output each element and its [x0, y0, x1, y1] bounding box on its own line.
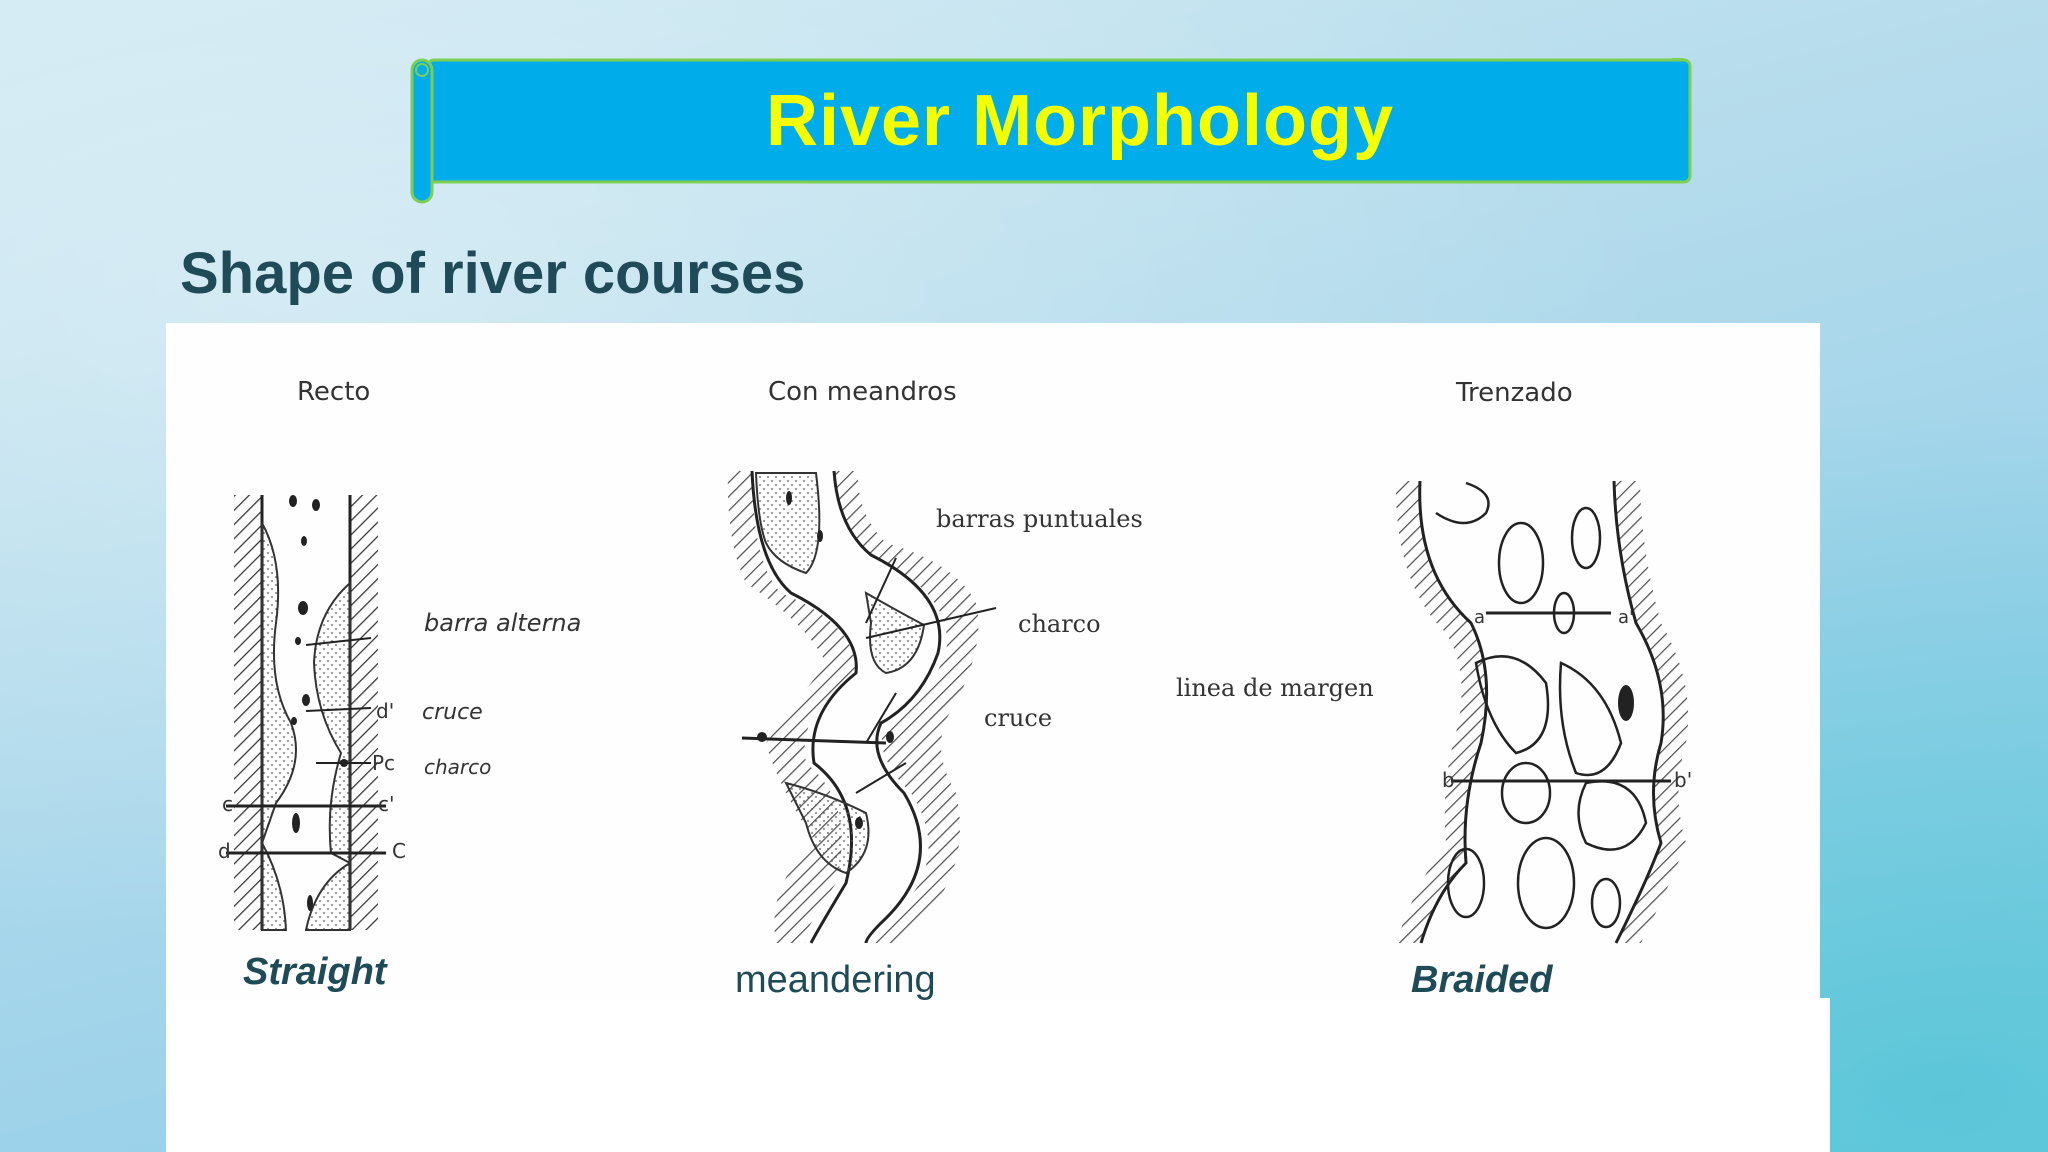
heading-recto: Recto [297, 377, 370, 407]
braided-river-sketch: a a' b b' [1395, 480, 1692, 944]
slide-subtitle: Shape of river courses [180, 241, 806, 306]
label-charco-meander: charco [1018, 610, 1101, 638]
label-linea-de-margen: linea de margen [1176, 674, 1374, 702]
straight-river-sketch: d' Pc c c' d C [218, 495, 406, 931]
caption-straight: Straight [243, 951, 387, 993]
label-d: d [218, 839, 231, 863]
heading-con-meandros: Con meandros [768, 377, 957, 407]
caption-braided: Braided [1411, 959, 1553, 1001]
label-C: d' [376, 699, 394, 723]
label-a: a [1474, 607, 1485, 628]
label-c-prime: c' [378, 792, 395, 816]
label-c: c [222, 792, 233, 816]
page-title: River Morphology [765, 80, 1395, 161]
label-b: b [1442, 768, 1455, 792]
label-a-prime: a' [1618, 607, 1634, 628]
label-d-prime: C [392, 839, 406, 863]
scroll-banner-shape [410, 58, 1692, 204]
label-cruce-straight: cruce [422, 700, 483, 725]
label-barra-alterna: barra alterna [424, 609, 581, 637]
meandering-river-sketch [727, 470, 997, 950]
river-diagram-panel: Recto Con meandros Trenzado [166, 323, 1820, 1001]
title-banner: River Morphology [410, 58, 1692, 204]
label-b-prime: b' [1674, 768, 1692, 792]
label-barras-puntuales: barras puntuales [936, 505, 1143, 533]
caption-meandering: meandering [735, 959, 936, 1001]
label-charco-straight: charco [424, 755, 491, 779]
heading-trenzado: Trenzado [1455, 378, 1573, 408]
lower-white-panel [166, 998, 1830, 1152]
river-diagram: Recto Con meandros Trenzado [218, 377, 1692, 950]
label-Pc: Pc [372, 751, 395, 775]
label-cruce-meander: cruce [984, 704, 1052, 732]
